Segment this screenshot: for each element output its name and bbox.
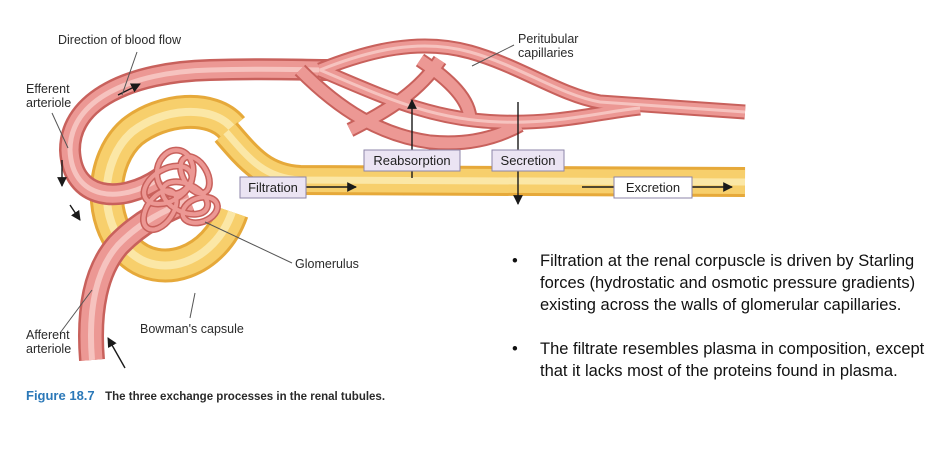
afferent-arteriole-label-1: Afferent <box>26 328 70 342</box>
excretion-label: Excretion <box>626 180 680 195</box>
afferent-arteriole-label-2: arteriole <box>26 342 71 356</box>
bullet-text: The filtrate resembles plasma in composi… <box>540 340 925 380</box>
afferent-arteriole-shape <box>78 187 195 362</box>
bullet-marker: • <box>512 252 518 270</box>
secretion-box: Secretion <box>491 149 565 172</box>
figure-number: Figure 18.7 <box>26 388 95 403</box>
peritubular-capillaries-label-2: capillaries <box>518 46 574 60</box>
bullet-item-filtration: • Filtration at the renal corpuscle is d… <box>508 250 944 316</box>
excretion-box: Excretion <box>613 176 693 199</box>
bullet-item-filtrate: • The filtrate resembles plasma in compo… <box>508 338 944 382</box>
reabsorption-box: Reabsorption <box>363 149 461 172</box>
direction-of-blood-flow-label: Direction of blood flow <box>58 33 182 47</box>
reabsorption-label: Reabsorption <box>373 153 450 168</box>
peritubular-capillaries-shape <box>294 38 746 151</box>
efferent-arteriole-label-1: Efferent <box>26 82 70 96</box>
glomerulus-label: Glomerulus <box>295 257 359 271</box>
bowmans-capsule-label: Bowman's capsule <box>140 322 244 336</box>
efferent-arteriole-shape <box>58 58 331 206</box>
bullet-list: • Filtration at the renal corpuscle is d… <box>508 250 944 404</box>
figure-caption: Figure 18.7 The three exchange processes… <box>26 387 385 404</box>
bullet-marker: • <box>512 340 518 358</box>
bullet-text: Filtration at the renal corpuscle is dri… <box>540 252 916 314</box>
leader-lines <box>51 44 515 334</box>
efferent-arteriole-label-2: arteriole <box>26 96 71 110</box>
secretion-label: Secretion <box>501 153 556 168</box>
peritubular-capillaries-label-1: Peritubular <box>518 32 578 46</box>
figure-caption-text: The three exchange processes in the rena… <box>105 391 385 403</box>
filtration-label: Filtration <box>248 180 298 195</box>
glomerulus-tuft <box>139 146 221 234</box>
filtration-box: Filtration <box>239 176 307 199</box>
blood-flow-arrows <box>57 83 141 369</box>
